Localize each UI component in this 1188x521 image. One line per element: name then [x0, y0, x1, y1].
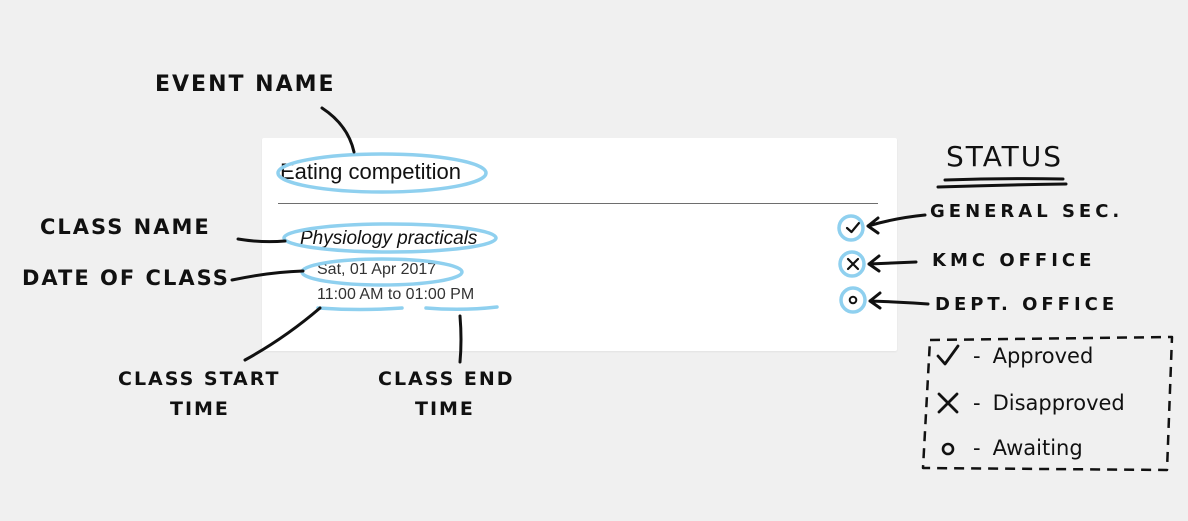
pointer-event-name	[320, 106, 356, 154]
status-kmc-office[interactable]	[842, 253, 864, 275]
underline-start-time	[316, 306, 404, 312]
annotation-class-name: CLASS NAME	[40, 215, 211, 239]
status-general-sec[interactable]	[842, 217, 864, 239]
pointer-class-name	[236, 237, 287, 244]
status-label-dept-office: DEPT. OFFICE	[935, 294, 1119, 315]
class-time: 11:00 AM to 01:00 PM	[317, 286, 474, 304]
legend-row-approved: - Approved	[935, 343, 1093, 369]
legend-row-disapproved: - Disapproved	[935, 390, 1125, 416]
circle-icon	[941, 442, 955, 456]
legend-label-awaiting: Awaiting	[992, 436, 1083, 460]
highlight-status-general	[837, 214, 865, 242]
check-icon	[936, 344, 960, 366]
annotation-event-name: EVENT NAME	[155, 72, 336, 97]
highlight-event-name	[276, 152, 488, 194]
legend-label-disapproved: Disapproved	[992, 391, 1125, 415]
event-card[interactable]: Eating competition Physiology practicals…	[262, 138, 897, 351]
legend-row-awaiting: - Awaiting	[935, 435, 1083, 461]
pointer-start-time	[243, 306, 322, 362]
highlight-date	[300, 257, 464, 287]
pointer-dept-office	[868, 291, 930, 310]
pointer-general-sec	[866, 213, 927, 235]
annotation-date-of-class: DATE OF CLASS	[22, 266, 230, 290]
cross-icon	[846, 257, 860, 271]
highlight-status-kmc	[838, 250, 866, 278]
divider	[278, 203, 878, 204]
legend-dash: -	[973, 436, 981, 460]
class-start-time: 11:00 AM	[317, 286, 384, 303]
legend-dash: -	[973, 391, 981, 415]
class-date: Sat, 01 Apr 2017	[317, 261, 437, 278]
class-end-time: 01:00 PM	[405, 286, 475, 303]
pointer-date	[230, 269, 305, 282]
status-underline-1	[943, 177, 1065, 182]
annotation-status-heading: STATUS	[946, 140, 1064, 173]
legend-dashed-box	[921, 335, 1174, 472]
legend-label-approved: Approved	[992, 344, 1094, 368]
annotation-class-start-time-1: CLASS START	[118, 368, 281, 390]
class-name: Physiology practicals	[300, 228, 478, 249]
status-label-kmc-office: KMC OFFICE	[932, 250, 1096, 271]
highlight-status-dept	[839, 286, 867, 314]
annotation-class-start-time-2: TIME	[170, 398, 230, 420]
pointer-end-time	[458, 314, 463, 364]
status-underline-2	[936, 182, 1068, 189]
highlight-class-name	[282, 222, 498, 254]
status-dept-office[interactable]	[842, 289, 864, 311]
cross-icon	[937, 392, 959, 414]
circle-icon	[848, 295, 858, 305]
status-label-general-sec: GENERAL SEC.	[930, 201, 1124, 222]
underline-end-time	[424, 305, 499, 312]
check-icon	[845, 221, 861, 234]
legend-dash: -	[973, 344, 981, 368]
event-name: Eating competition	[280, 159, 461, 184]
annotation-class-end-time-2: TIME	[415, 398, 475, 420]
time-separator: to	[387, 286, 402, 303]
annotation-class-end-time-1: CLASS END	[378, 368, 515, 390]
pointer-kmc-office	[867, 254, 918, 273]
